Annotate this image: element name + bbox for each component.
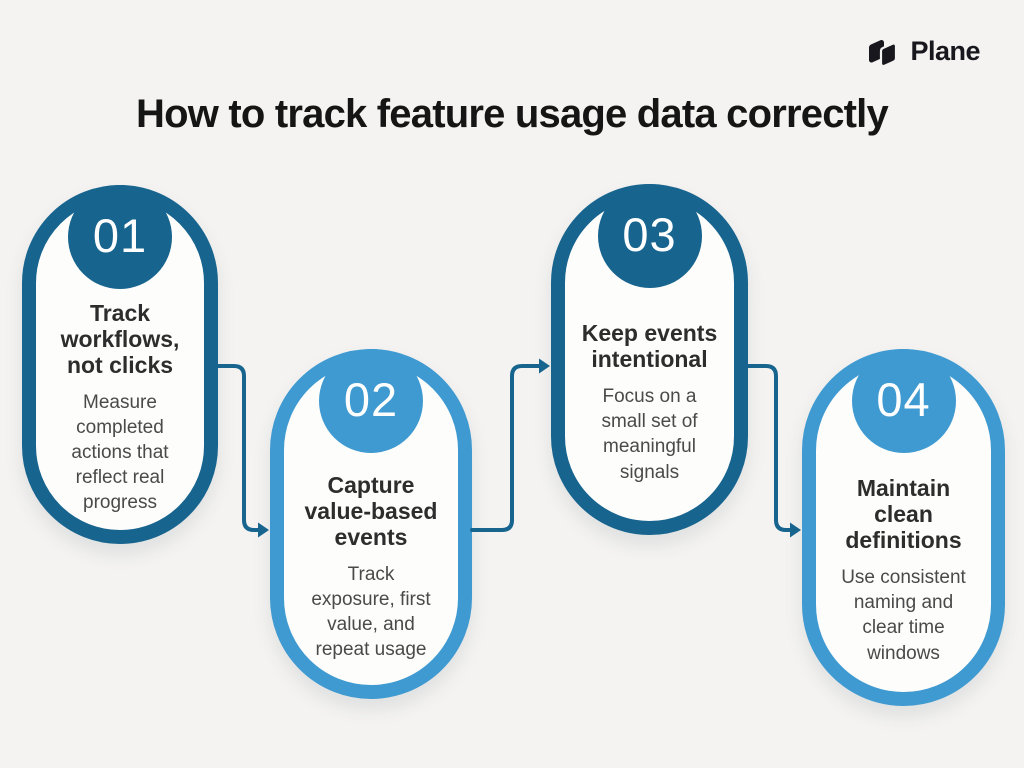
step-4-number-badge: 04 [851,349,956,453]
step-3-body: Focus on a small set of meaningful signa… [601,386,698,483]
step-card-3: 03 Keep events intentional Focus on a sm… [551,184,748,535]
plane-logo-icon [869,39,898,67]
step-1-body: Measure completed actions that reflect r… [71,391,169,514]
step-3-content: Keep events intentional Focus on a small… [565,288,734,517]
connector-arrow-3-4 [746,364,801,538]
step-2-number: 02 [343,372,399,426]
step-3-heading: Keep events intentional [581,320,718,373]
step-4-number: 04 [876,372,931,426]
plane-logo-text: Plane [910,36,980,66]
step-1-content: Track workflows, not clicks Measure comp… [36,289,204,526]
step-2-heading: Capture value-based events [304,471,438,550]
step-3-number-badge: 03 [597,184,702,288]
page-title: How to track feature usage data correctl… [136,92,889,136]
step-1-number: 01 [92,208,148,262]
connector-arrow-2-3 [470,358,550,532]
step-2-number-badge: 02 [319,349,423,453]
step-2-body: Track exposure, first value, and repeat … [311,563,431,661]
connector-arrow-1-2 [216,364,269,538]
step-1-heading: Track workflows, not clicks [60,299,180,378]
step-3-number: 03 [622,207,677,261]
step-4-content: Maintain clean definitions Use consisten… [816,453,991,688]
step-card-1: 01 Track workflows, not clicks Measure c… [22,185,218,544]
step-1-number-badge: 01 [68,185,172,289]
step-card-2: 02 Capture value-based events Track expo… [270,349,472,699]
plane-logo: Plane [864,36,980,67]
step-card-4: 04 Maintain clean definitions Use consis… [802,349,1005,706]
step-2-content: Capture value-based events Track exposur… [284,453,458,681]
step-4-body: Use consistent naming and clear time win… [841,567,966,664]
step-4-heading: Maintain clean definitions [845,475,962,554]
